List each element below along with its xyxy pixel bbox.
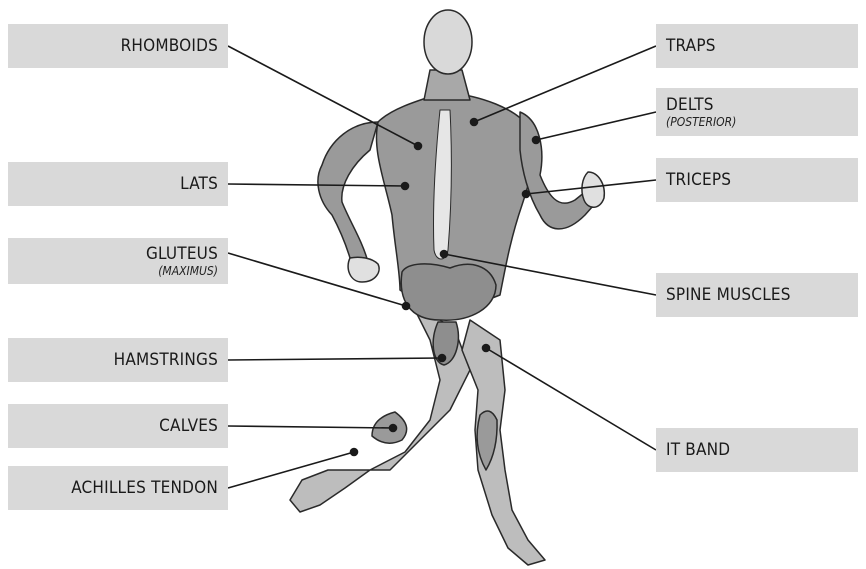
leader-dot-delts (533, 137, 540, 144)
leader-dot-rhomboids (415, 143, 422, 150)
leader-dot-gluteus (403, 303, 410, 310)
right-hand (582, 172, 604, 207)
leader-delts (536, 112, 656, 140)
right-arm (520, 112, 600, 229)
leader-dot-traps (471, 119, 478, 126)
leader-dot-spine (441, 251, 448, 258)
label-text: DELTS (666, 96, 714, 115)
label-text: CALVES (159, 417, 218, 436)
leader-traps (474, 46, 656, 122)
leader-dot-lats (402, 183, 409, 190)
label-subtext: (POSTERIOR) (666, 115, 736, 129)
label-text: IT BAND (666, 441, 730, 460)
label-gluteus: GLUTEUS (MAXIMUS) (8, 238, 228, 284)
leader-calves (228, 426, 393, 428)
label-text: SPINE MUSCLES (666, 286, 791, 305)
label-spine-muscles: SPINE MUSCLES (656, 273, 858, 317)
label-hamstrings: HAMSTRINGS (8, 338, 228, 382)
label-text: TRICEPS (666, 171, 731, 190)
leader-dot-calves (390, 425, 397, 432)
label-text: HAMSTRINGS (114, 351, 218, 370)
front-leg (462, 320, 545, 565)
label-achilles-tendon: ACHILLES TENDON (8, 466, 228, 510)
gluteus (401, 264, 496, 320)
label-triceps: TRICEPS (656, 158, 858, 202)
leader-dot-hamstrings (439, 355, 446, 362)
leader-dot-triceps (523, 191, 530, 198)
leader-dot-itband (483, 345, 490, 352)
leader-hamstrings (228, 358, 442, 360)
label-text: ACHILLES TENDON (71, 479, 218, 498)
head (424, 10, 472, 74)
label-text: LATS (180, 175, 218, 194)
leader-gluteus (228, 253, 406, 306)
leader-rhomboids (228, 46, 418, 146)
label-text: TRAPS (666, 37, 716, 56)
leader-lats (228, 184, 405, 186)
label-lats: LATS (8, 162, 228, 206)
left-arm (318, 122, 378, 262)
label-it-band: IT BAND (656, 428, 858, 472)
label-delts: DELTS (POSTERIOR) (656, 88, 858, 136)
label-rhomboids: RHOMBOIDS (8, 24, 228, 68)
label-text: GLUTEUS (146, 245, 218, 264)
label-subtext: (MAXIMUS) (158, 264, 218, 278)
runner-body (290, 10, 604, 565)
leader-itband (486, 348, 656, 450)
label-text: RHOMBOIDS (121, 37, 218, 56)
leader-dot-achilles (351, 449, 358, 456)
left-hand (348, 257, 379, 282)
label-calves: CALVES (8, 404, 228, 448)
label-traps: TRAPS (656, 24, 858, 68)
